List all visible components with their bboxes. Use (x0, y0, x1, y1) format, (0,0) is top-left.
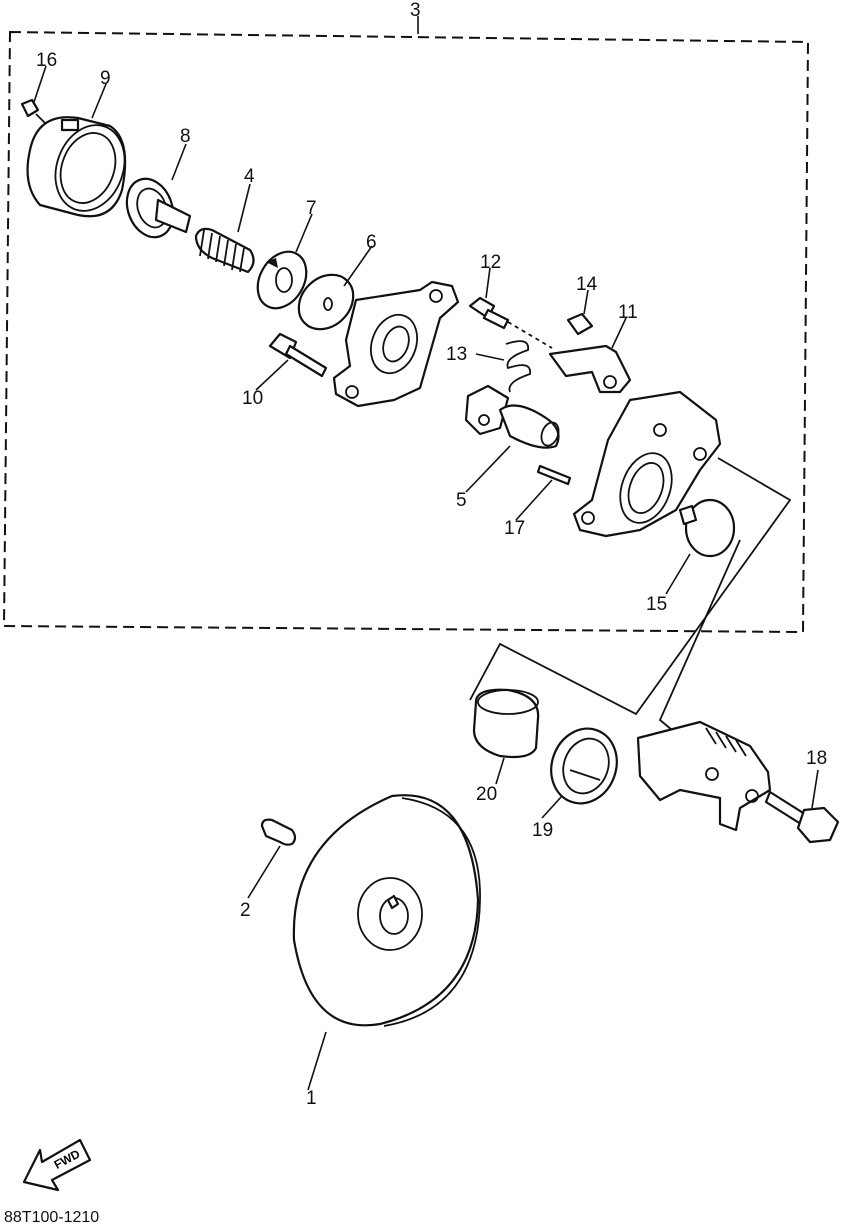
part-5-gear-shaft (464, 384, 560, 493)
callout-1: 1 (306, 1088, 317, 1109)
callout-15: 15 (646, 594, 667, 615)
assembly-3-boundary: 3 (2, 0, 810, 634)
housing-flange (332, 280, 460, 408)
callout-10: 10 (242, 388, 263, 409)
part-14-nut (566, 289, 594, 336)
callout-4: 4 (244, 166, 255, 187)
part-8-bushing (125, 143, 192, 239)
callout-11: 11 (618, 302, 638, 323)
callout-5: 5 (456, 490, 467, 511)
part-19-ring (541, 727, 618, 819)
part-13-spring (475, 340, 531, 393)
callout-17: 17 (504, 518, 525, 539)
part-16-small-bolt (20, 65, 47, 125)
callout-13: 13 (446, 344, 467, 365)
callout-8: 8 (180, 126, 191, 147)
callout-2: 2 (240, 900, 251, 921)
part-1-pulley (292, 794, 481, 1091)
callout-7: 7 (306, 198, 317, 219)
callout-16: 16 (36, 50, 57, 71)
part-18-bolt (764, 769, 840, 844)
part-12-bolt (468, 267, 553, 349)
connector-lines (469, 457, 792, 731)
part-10-bolt (255, 332, 328, 391)
callout-6: 6 (366, 232, 377, 253)
main-housing (572, 390, 722, 538)
callout-12: 12 (480, 252, 501, 273)
callout-20: 20 (476, 784, 497, 805)
part-17-pin (515, 464, 572, 521)
callout-14: 14 (576, 274, 598, 295)
part-2-key (247, 818, 297, 899)
callout-19: 19 (532, 820, 553, 841)
mounting-bracket (636, 720, 772, 832)
part-7-washer (256, 213, 313, 310)
part-9-cover-cap (26, 83, 127, 218)
drawing-code: 88T100-1210 (4, 1209, 99, 1226)
part-15-knob (665, 498, 736, 595)
callout-labels: 1 2 4 5 6 7 8 9 10 11 12 13 14 15 16 17 … (36, 50, 827, 1109)
callout-18: 18 (806, 748, 827, 769)
fwd-arrow-icon: FWD (22, 1138, 92, 1192)
part-11-lever (548, 317, 632, 394)
callout-9: 9 (100, 68, 111, 89)
part-6-plate (297, 245, 373, 331)
assembly-3-label: 3 (410, 0, 421, 21)
part-20-cap (472, 688, 540, 785)
part-4-worm-gear (194, 183, 255, 274)
